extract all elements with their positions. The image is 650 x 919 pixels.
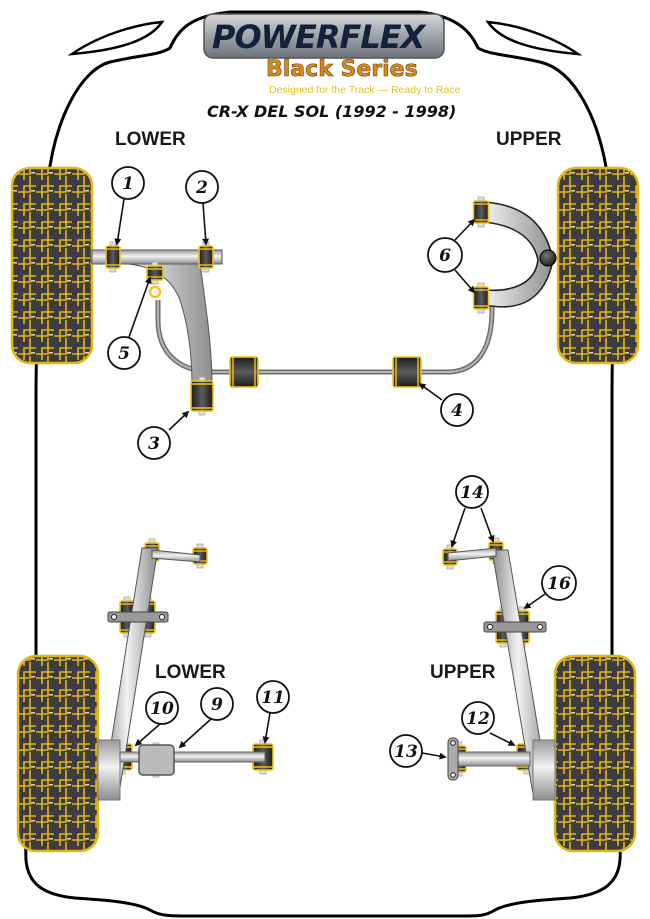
bushing-4-right [392, 356, 422, 388]
bushing-9-bracket [138, 744, 175, 776]
arrowhead-icon [144, 276, 152, 285]
leader-line [135, 723, 161, 746]
arrowhead-icon [178, 740, 187, 749]
callout-1[interactable]: 1 [111, 166, 145, 200]
callout-number: 5 [118, 344, 130, 364]
right-mirror-outline [485, 20, 583, 56]
callout-circle [256, 680, 290, 714]
tyre-rear-left [16, 654, 100, 853]
callout-number: 4 [451, 401, 463, 421]
leader-line [202, 202, 207, 245]
arrowhead-icon [439, 752, 447, 760]
callout-number: 1 [122, 174, 134, 194]
callout-number: 10 [150, 699, 174, 719]
callout-number: 11 [261, 688, 285, 708]
callout-2[interactable]: 2 [185, 170, 219, 204]
logo-plate [203, 13, 445, 59]
rear-left-trailing-link [97, 547, 266, 801]
arrowhead-icon [134, 738, 143, 747]
callout-10[interactable]: 10 [145, 691, 179, 725]
callout-5[interactable]: 5 [107, 336, 141, 370]
arrowhead-icon [181, 410, 190, 419]
callout-circle [185, 170, 219, 204]
brand-series: Black Series [266, 57, 418, 82]
brand-name: POWERFLEX [212, 18, 427, 56]
bushing-6-top [472, 196, 490, 228]
bushing-6-bottom [472, 282, 490, 314]
callout-number: 3 [148, 434, 160, 454]
callout-9[interactable]: 9 [200, 687, 234, 721]
callout-3[interactable]: 3 [137, 426, 171, 460]
callout-circle [541, 565, 577, 601]
callout-circle [440, 393, 474, 427]
arrowhead-icon [262, 736, 270, 744]
rear-lower-label: LOWER [155, 662, 226, 683]
arrowhead-icon [467, 218, 476, 227]
vehicle-title: CR-X DEL SOL (1992 - 1998) [207, 102, 456, 121]
bushing-3 [190, 376, 214, 416]
arrowhead-icon [418, 382, 427, 390]
brand-tagline: Designed for the Track — Ready to Race [269, 84, 461, 96]
callout-number: 6 [439, 246, 451, 266]
callout-13[interactable]: 13 [389, 734, 423, 768]
callout-16[interactable]: 16 [541, 565, 577, 601]
arrowhead-icon [450, 539, 457, 548]
leader-line [480, 507, 494, 542]
callout-4[interactable]: 4 [440, 393, 474, 427]
front-lower-label: LOWER [115, 129, 186, 150]
callout-circle [389, 734, 423, 768]
leader-line [128, 277, 151, 338]
callout-circle [111, 166, 145, 200]
callout-number: 13 [394, 742, 418, 762]
callout-circle [461, 701, 495, 735]
upper-ball-joint [539, 249, 557, 267]
front-upper-label: UPPER [496, 129, 562, 150]
callout-12[interactable]: 12 [461, 701, 495, 735]
powerflex-logo: POWERFLEX Black Series Designed for the … [203, 13, 461, 121]
arrowhead-icon [114, 238, 122, 246]
left-mirror-outline [67, 20, 165, 56]
arrowhead-icon [507, 739, 516, 746]
callout-number: 9 [211, 695, 223, 715]
callout-number: 12 [466, 709, 490, 729]
tyre-front-right [556, 166, 640, 365]
leader-line [451, 507, 466, 547]
leader-line [179, 718, 212, 748]
arrowhead-icon [202, 238, 210, 246]
callout-circle [137, 426, 171, 460]
callout-circle [455, 475, 489, 509]
tyre-rear-right [553, 654, 637, 853]
callout-circle [427, 237, 463, 273]
callout-number: 14 [460, 483, 484, 503]
bushing-4-left [229, 356, 259, 388]
arrowhead-icon [523, 602, 532, 610]
bushing-1 [105, 241, 121, 273]
arrowhead-icon [467, 285, 476, 294]
leader-line [116, 198, 125, 245]
rear-upper-label: UPPER [430, 662, 496, 683]
callout-number: 16 [547, 574, 571, 594]
callout-14[interactable]: 14 [455, 475, 489, 509]
callout-circle [200, 687, 234, 721]
bushing-2 [198, 241, 214, 273]
rear-right-trailing-link [447, 547, 556, 801]
drop-link-eye [148, 285, 162, 299]
callout-6[interactable]: 6 [427, 237, 463, 273]
callout-number: 2 [195, 178, 208, 198]
callout-circle [107, 336, 141, 370]
callout-circle [145, 691, 179, 725]
tyre-front-left [10, 166, 94, 365]
bushing-5 [146, 261, 164, 285]
callout-11[interactable]: 11 [256, 680, 290, 714]
arrowhead-icon [487, 534, 495, 543]
